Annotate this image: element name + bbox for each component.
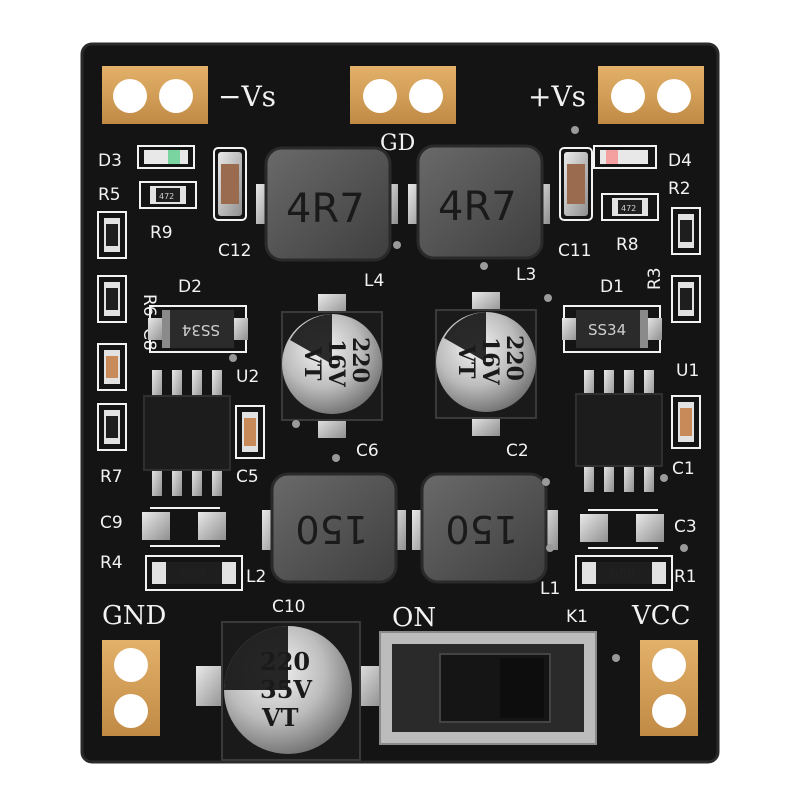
inductor-l1-code: 150 — [445, 507, 518, 551]
led-d3 — [137, 145, 195, 169]
capacitor-c6-line1: 220 — [347, 337, 373, 383]
capacitor-c3 — [580, 509, 664, 549]
label-pos-vs: +Vs — [528, 80, 586, 113]
ic-u2 — [143, 370, 231, 496]
label-on: ON — [392, 603, 436, 633]
switch-k1[interactable] — [379, 631, 597, 745]
resistor-r3 — [671, 275, 701, 323]
label-c9: C9 — [100, 513, 123, 533]
capacitor-c10-line1: 220 — [260, 647, 310, 676]
resistor-r6 — [97, 275, 127, 323]
capacitor-c8 — [97, 343, 127, 391]
resistor-r4-code: 000 — [180, 567, 205, 583]
resistor-r8-code: 472 — [621, 204, 636, 213]
capacitor-c6-line3: VT — [299, 346, 325, 381]
label-c6: C6 — [356, 441, 379, 461]
vias — [229, 126, 688, 662]
inductor-l4-code: 4R7 — [286, 186, 365, 232]
inductor-l2-code: 150 — [295, 507, 368, 551]
inductor-l4: 4R7 — [256, 146, 398, 262]
label-r5: R5 — [98, 185, 121, 205]
capacitor-c10: 220 35V VT — [196, 621, 382, 761]
capacitor-c1 — [671, 395, 701, 449]
capacitor-c10-line2: 35V — [260, 675, 312, 704]
diode-d1: SS34 — [562, 305, 662, 353]
ic-u1 — [575, 370, 663, 492]
label-r9: R9 — [150, 223, 173, 243]
resistor-r9-code: 472 — [159, 192, 174, 201]
led-d4 — [593, 145, 657, 169]
terminal-neg-vs — [102, 66, 208, 124]
label-c3: C3 — [674, 517, 697, 537]
terminal-vcc — [640, 640, 698, 736]
label-d1: D1 — [600, 277, 624, 297]
resistor-r2 — [671, 207, 701, 255]
terminal-gnd — [102, 640, 160, 736]
label-r7: R7 — [100, 467, 123, 487]
capacitor-c6: 220 16V VT — [281, 294, 383, 438]
label-r3: R3 — [645, 267, 665, 290]
capacitor-c12 — [213, 147, 247, 221]
label-l4: L4 — [364, 271, 384, 291]
capacitor-c6-line2: 16V — [323, 339, 349, 388]
label-d2: D2 — [178, 277, 202, 297]
label-d3: D3 — [98, 151, 122, 171]
label-l3: L3 — [516, 265, 536, 285]
label-u1: U1 — [676, 361, 699, 381]
label-c11: C11 — [558, 241, 592, 261]
resistor-r8: 472 — [601, 193, 659, 221]
capacitor-c2-line3: VT — [453, 344, 479, 379]
inductor-l2: 150 — [262, 472, 406, 584]
label-r2: R2 — [668, 179, 691, 199]
capacitor-c2: 220 16V VT — [435, 292, 537, 436]
resistor-r7 — [97, 403, 127, 451]
label-neg-vs: −Vs — [218, 80, 276, 113]
inductor-l3: 4R7 — [408, 144, 550, 260]
diode-d1-code: SS34 — [588, 321, 626, 339]
label-vcc: VCC — [631, 601, 691, 631]
inductor-l1: 150 — [412, 472, 558, 584]
resistor-r9: 472 — [139, 181, 197, 209]
inductor-l3-code: 4R7 — [438, 184, 517, 230]
label-c5: C5 — [236, 467, 259, 487]
capacitor-c9 — [142, 507, 226, 547]
terminal-gd — [350, 66, 456, 124]
capacitor-c10-line3: VT — [261, 703, 299, 732]
resistor-r4: 000 — [145, 555, 243, 591]
label-c2: C2 — [506, 441, 529, 461]
resistor-r1: 000 — [575, 555, 673, 591]
capacitor-c5 — [235, 405, 265, 459]
label-r4: R4 — [100, 553, 123, 573]
label-c12: C12 — [218, 241, 252, 261]
label-r1: R1 — [674, 567, 697, 587]
capacitor-c2-line2: 16V — [477, 337, 503, 386]
label-u2: U2 — [236, 367, 259, 387]
label-c1: C1 — [672, 459, 695, 479]
resistor-r1-code: 000 — [610, 567, 635, 583]
terminal-pos-vs — [598, 66, 704, 124]
diode-d2: SS34 — [148, 305, 248, 353]
pcb-board-edge — [80, 42, 720, 764]
label-l2: L2 — [246, 567, 266, 587]
label-c10: C10 — [272, 597, 306, 617]
label-d4: D4 — [668, 151, 692, 171]
resistor-r5-side — [97, 211, 127, 259]
capacitor-c11 — [559, 147, 593, 221]
label-gnd: GND — [102, 601, 166, 631]
label-r8: R8 — [616, 235, 639, 255]
diode-d2-code: SS34 — [182, 321, 220, 339]
label-l1: L1 — [540, 579, 560, 599]
capacitor-c2-line1: 220 — [501, 335, 527, 381]
label-k1: K1 — [566, 607, 588, 627]
